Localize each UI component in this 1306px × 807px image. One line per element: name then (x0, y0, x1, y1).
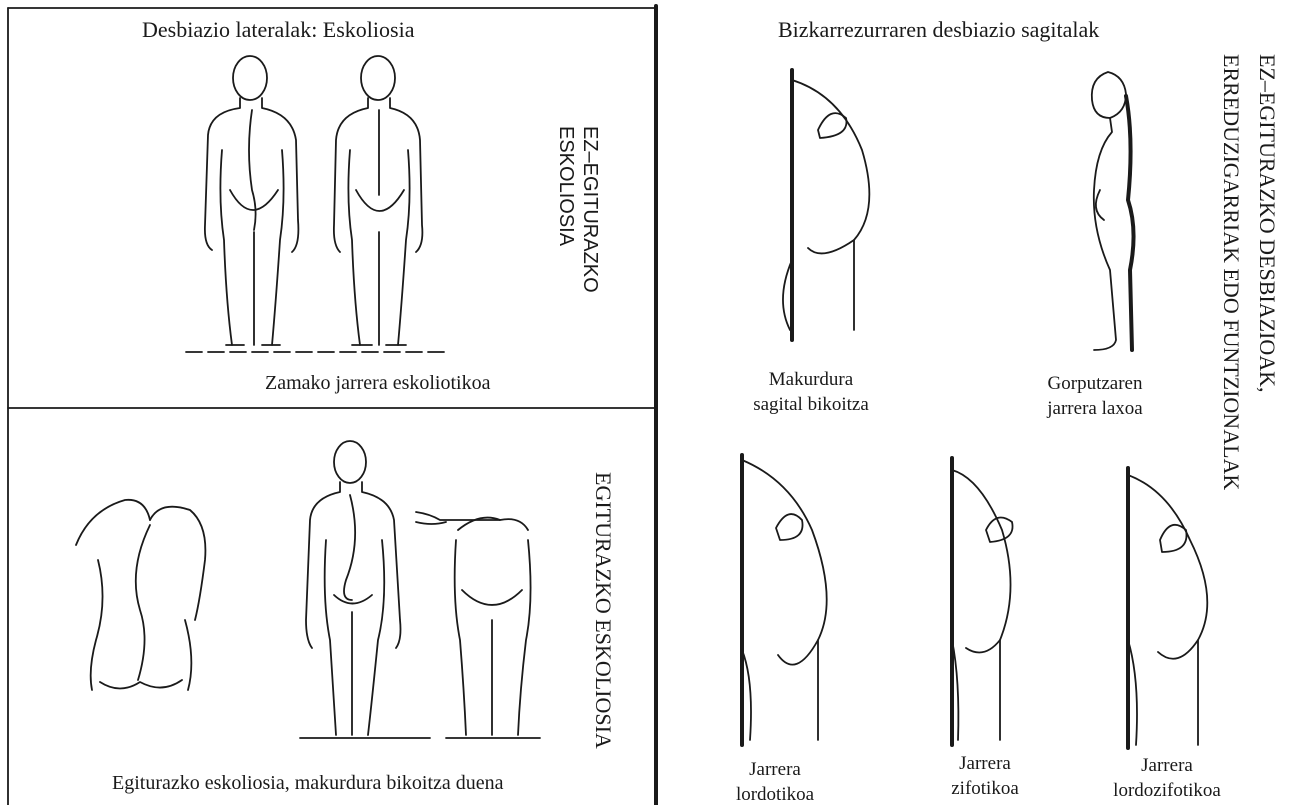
caption-lordotic-line1: Jarrera (720, 758, 830, 783)
lateral-panel-title: Desbiazio lateralak: Eskoliosia (142, 18, 414, 42)
caption-kyphotic-line2: zifotikoa (930, 777, 1040, 802)
lateral-caption: Zamako jarrera eskoliotikoa (265, 372, 490, 394)
lateral-side-label-line2: ESKOLIOSIA (556, 126, 576, 293)
lateral-side-label: EZ–EGITURAZKO ESKOLIOSIA (556, 126, 600, 293)
caption-double-curve: Makurdura sagital bikoitza (736, 368, 886, 417)
figure-standing-back-left (205, 56, 299, 345)
sagittal-lordokyphotic-sketch (1128, 468, 1207, 748)
structural-side-label: EGITURAZKO ESKOLIOSIA (592, 472, 614, 749)
sagittal-kyphotic-sketch (952, 458, 1013, 745)
caption-double-curve-line2: sagital bikoitza (736, 393, 886, 418)
figure-standing-scoliosis (300, 441, 430, 738)
caption-slack-posture-line2: jarrera laxoa (1030, 397, 1160, 422)
structural-caption: Egiturazko eskoliosia, makurdura bikoitz… (112, 772, 504, 794)
sagittal-side-label-line1: EZ–EGITURAZKO DESBIAZIOAK, (1256, 54, 1278, 490)
lateral-side-label-line1: EZ–EGITURAZKO (580, 126, 600, 293)
caption-lordokyphotic-line2: lordozifotikoa (1092, 779, 1242, 804)
figure-side-slouch (1092, 72, 1134, 350)
sagittal-side-label-line2: ERREDUZIGARRIAK EDO FUNTZIONALAK (1220, 54, 1242, 490)
caption-kyphotic-line1: Jarrera (930, 752, 1040, 777)
sagittal-panel-title: Bizkarrezurraren desbiazio sagitalak (778, 18, 1099, 42)
sagittal-side-label: EZ–EGITURAZKO DESBIAZIOAK, ERREDUZIGARRI… (1220, 54, 1278, 490)
caption-double-curve-line1: Makurdura (736, 368, 886, 393)
figure-forward-bend-test (416, 512, 540, 738)
caption-lordotic: Jarrera lordotikoa (720, 758, 830, 807)
caption-lordokyphotic: Jarrera lordozifotikoa (1092, 754, 1242, 803)
caption-kyphotic: Jarrera zifotikoa (930, 752, 1040, 801)
caption-lordotic-line2: lordotikoa (720, 783, 830, 807)
sagittal-double-curve-sketch (783, 70, 869, 340)
caption-lordokyphotic-line1: Jarrera (1092, 754, 1242, 779)
caption-slack-posture-line1: Gorputzaren (1030, 372, 1160, 397)
sagittal-lordotic-sketch (742, 455, 827, 745)
caption-slack-posture: Gorputzaren jarrera laxoa (1030, 372, 1160, 421)
figure-standing-back-right (334, 56, 423, 345)
figure-back-torso (76, 500, 205, 690)
